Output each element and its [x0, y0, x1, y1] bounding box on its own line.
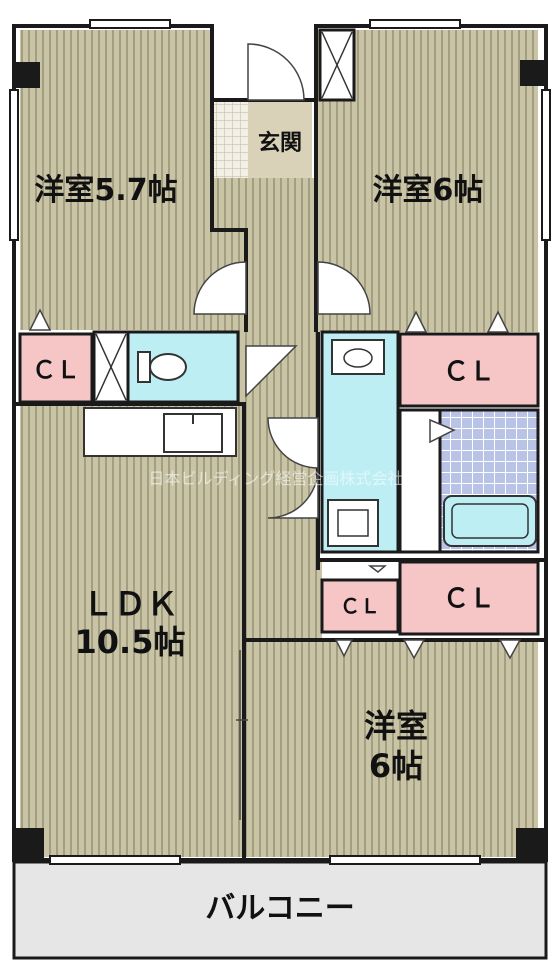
door-toilet-icon [245, 345, 298, 398]
label-western-room-lower-line1: 洋室 [364, 707, 428, 745]
doors [193, 43, 371, 519]
entrance-step-grid [210, 100, 248, 178]
bath-folding-door-icon [429, 418, 456, 444]
label-western-room-upper-right: 洋室6帖 [373, 173, 484, 208]
label-closet-small: ＣＬ [340, 594, 380, 618]
closet-left [18, 332, 94, 404]
room-labels: 洋室5.7帖 洋室6帖 玄関 ＬＤＫ 10.5帖 洋室 6帖 バルコニー ＣＬ … [32, 130, 495, 926]
label-western-room-lower-line2: 6帖 [369, 747, 423, 785]
wet-areas [83, 330, 540, 554]
closet-small [320, 578, 400, 634]
label-ldk-line1: ＬＤＫ [82, 585, 178, 623]
label-entrance: 玄関 [258, 130, 302, 156]
window-right [541, 89, 551, 241]
storage-cross-icon [95, 333, 127, 401]
bathtub-inner-icon [451, 503, 529, 539]
window-left [9, 89, 19, 241]
washbasin-bowl-icon [343, 348, 373, 368]
door-ldk-icon [267, 417, 319, 469]
closet-right-upper [398, 332, 540, 408]
entrance-floor [248, 100, 312, 178]
balcony [12, 860, 548, 960]
door-upper-right-icon [317, 261, 371, 315]
label-closet-right-lower: ＣＬ [443, 584, 495, 614]
room-upper-left-floor [20, 30, 210, 330]
window-top-right [369, 19, 461, 29]
room-lower-right-floor [246, 640, 538, 857]
label-balcony: バルコニー [205, 891, 354, 926]
door-upper-left-icon [193, 261, 247, 315]
watermark: 日本ビルディング経営企画株式会社 [149, 469, 404, 488]
washing-machine-icon [327, 499, 379, 547]
label-closet-right-upper: ＣＬ [443, 357, 495, 387]
label-ldk-line2: 10.5帖 [75, 623, 186, 661]
closets [18, 332, 540, 636]
label-western-room-upper-left: 洋室5.7帖 [34, 173, 177, 208]
label-closet-left: ＣＬ [32, 356, 80, 384]
window-bottom-right [329, 855, 481, 865]
sliding-door [236, 650, 248, 820]
ldk-lower-extension [242, 560, 322, 640]
toilet-tank-icon [137, 351, 151, 383]
shoe-closet-cross-icon [321, 31, 353, 99]
toilet-icon [149, 353, 187, 381]
outer-wall [12, 24, 548, 862]
door-ldk-lower-icon [267, 467, 319, 519]
entrance-door-icon [247, 43, 305, 101]
windows [9, 19, 551, 865]
window-bottom-left [49, 855, 181, 865]
closet-right-lower [398, 560, 540, 636]
washing-machine-inner-icon [337, 509, 369, 537]
window-top-left [89, 19, 171, 29]
floor-areas [20, 30, 538, 857]
pillars [14, 60, 546, 858]
ldk-floor [20, 405, 242, 857]
closet-door-marks [28, 308, 522, 660]
